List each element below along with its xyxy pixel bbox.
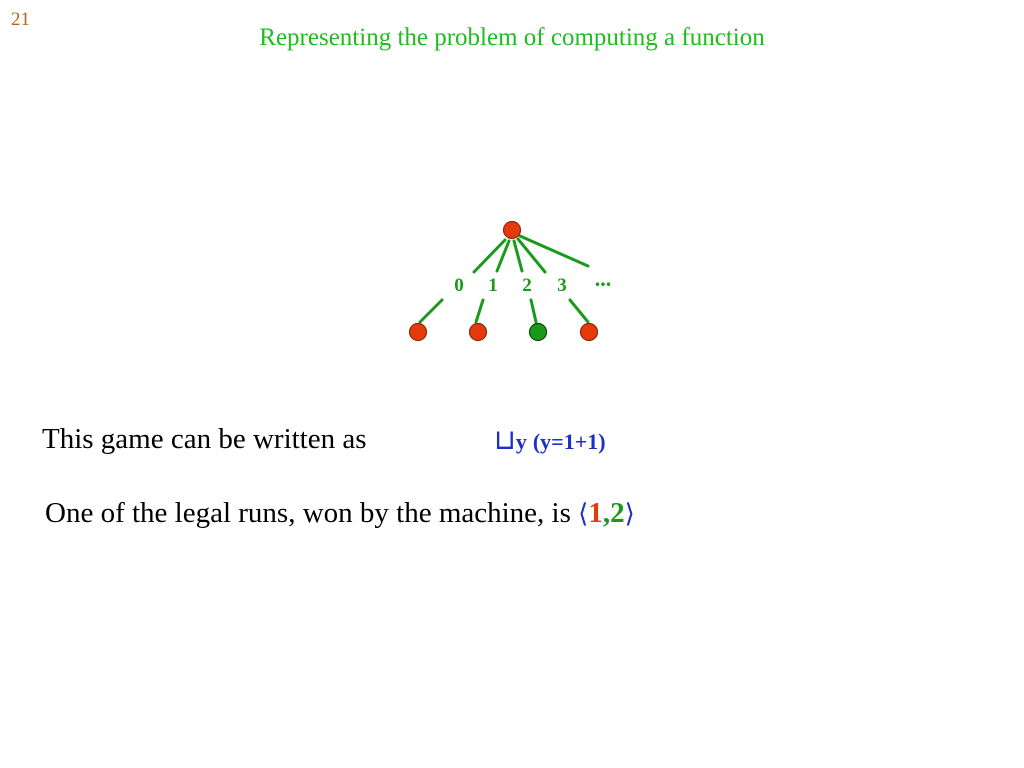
tree-leaf-node-2 [528,322,548,342]
run-separator: , [602,497,611,529]
tree-edge-lower-2 [529,298,538,324]
tree-edge-upper-4 [518,234,590,268]
tree-leaf-node-0 [408,322,428,342]
tree-branch-ellipsis: ... [595,266,612,291]
tree-edge-upper-2 [512,239,524,273]
slide-number: 21 [11,9,30,30]
run-move-1: 1 [588,497,603,529]
tree-labels: 0 1 2 3... [454,266,611,296]
tree-root-node [502,220,522,240]
tree-edge-upper-1 [495,239,511,273]
tree-branch-label-0: 0 [454,275,464,296]
slide-title: Representing the problem of computing a … [259,24,765,51]
legal-run-prefix: One of the legal runs, won by the machin… [45,497,571,529]
tree-edge-lower-3 [568,298,590,324]
choice-formula: ⊔y(y=1+1) [494,423,606,456]
game-written-as-text: This game can be written as [42,423,367,455]
tree-branch-label-3: 3 [557,275,567,296]
tree-edge-upper-0 [472,238,507,274]
run-open-bracket: ⟨ [578,499,589,529]
formula-variable: y [515,429,527,454]
run-move-2: 2 [610,497,625,529]
legal-run-text: One of the legal runs, won by the machin… [45,497,635,530]
formula-condition: (y=1+1) [532,429,606,454]
tree-nodes [408,220,599,342]
tree-branch-label-1: 1 [488,275,498,296]
tree-edge-upper-3 [516,237,547,274]
tree-edge-lower-1 [474,298,485,324]
tree-leaf-node-1 [468,322,488,342]
run-close-bracket: ⟩ [624,499,635,529]
tree-leaf-node-3 [579,322,599,342]
tree-edge-lower-0 [418,298,444,324]
tree-edges [418,234,590,324]
choice-quantifier-symbol: ⊔ [494,423,516,456]
tree-branch-label-2: 2 [522,275,532,296]
